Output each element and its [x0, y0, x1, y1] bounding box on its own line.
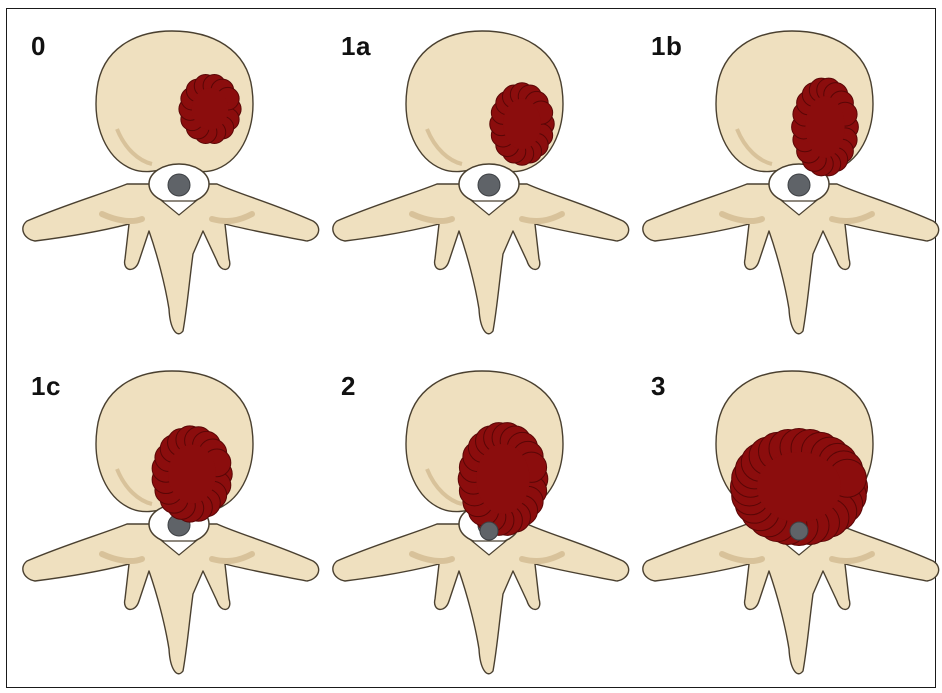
spinal-cord [478, 174, 500, 196]
figure-frame: 0 1a 1b 1c 2 3 [6, 8, 936, 688]
panel-grade-1c: 1c [7, 349, 317, 689]
vertebra-illustration [7, 349, 317, 689]
panel-grade-1b: 1b [627, 9, 937, 349]
compressed-cord [480, 522, 498, 540]
tumor-mass [179, 75, 241, 144]
vertebra-illustration [7, 9, 317, 349]
vertebra-illustration [317, 349, 627, 689]
spinal-cord [788, 174, 810, 196]
tumor-mass [792, 78, 859, 176]
tumor-mass [490, 83, 554, 165]
panel-grade-3: 3 [627, 349, 937, 689]
panel-grade-0: 0 [7, 9, 317, 349]
panel-grade-2: 2 [317, 349, 627, 689]
panel-grade-1a: 1a [317, 9, 627, 349]
vertebra-illustration [627, 349, 937, 689]
spinal-cord [168, 174, 190, 196]
vertebra-illustration [317, 9, 627, 349]
compressed-cord [790, 522, 808, 540]
vertebra-illustration [627, 9, 937, 349]
tumor-mass [458, 423, 548, 536]
